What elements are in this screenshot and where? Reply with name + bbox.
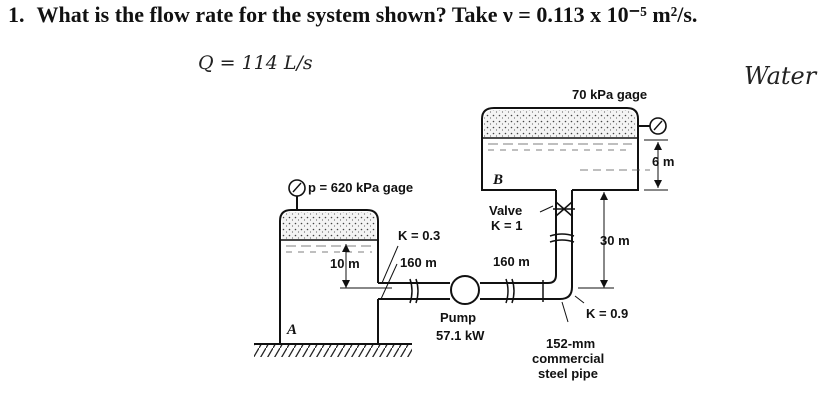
valve <box>539 201 575 217</box>
k-elbow-leader <box>574 295 585 304</box>
tank-b <box>481 107 650 191</box>
pump-label: Pump <box>440 310 476 325</box>
tank-a <box>279 209 379 344</box>
gauge-a <box>288 179 306 210</box>
pipe-type-label: steel pipe <box>538 366 598 381</box>
dimension-10m <box>340 244 392 289</box>
problem-number: 1. <box>8 2 25 27</box>
length-left-leader <box>380 263 398 300</box>
k-entrance-label: K = 0.3 <box>398 228 440 243</box>
height-6m-label: 6 m <box>652 154 674 169</box>
dimension-6m <box>644 139 668 191</box>
k-entrance-leader <box>381 245 399 284</box>
tank-a-label: A <box>286 322 297 338</box>
height-10m-label: 10 m <box>330 256 360 271</box>
pressure-a-label: p = 620 kPa gage <box>308 180 413 195</box>
pump <box>450 275 480 305</box>
ground <box>254 343 412 357</box>
valve-k-label: K = 1 <box>491 218 522 233</box>
handwritten-fluid-note: Water <box>744 62 817 90</box>
height-30m-label: 30 m <box>600 233 630 248</box>
pipe-vertical <box>549 190 575 287</box>
pressure-b-label: 70 kPa gage <box>572 87 647 102</box>
pipe-horizontal <box>378 274 573 304</box>
problem-text: What is the flow rate for the system sho… <box>36 2 698 27</box>
pipe-spec-leader <box>561 301 569 323</box>
tank-b-label: B <box>492 172 503 188</box>
k-elbow-label: K = 0.9 <box>586 306 628 321</box>
pump-power-label: 57.1 kW <box>436 328 485 343</box>
handwritten-answer: Q = 114 L/s <box>198 52 313 74</box>
problem-statement: 1. What is the flow rate for the system s… <box>8 2 697 28</box>
gauge-b <box>638 117 667 135</box>
length-left-label: 160 m <box>400 255 437 270</box>
valve-label: Valve <box>489 203 522 218</box>
pipe-material-label: commercial <box>532 351 604 366</box>
pipe-size-label: 152-mm <box>546 336 595 351</box>
dimension-30m <box>578 192 614 289</box>
length-right-label: 160 m <box>493 254 530 269</box>
